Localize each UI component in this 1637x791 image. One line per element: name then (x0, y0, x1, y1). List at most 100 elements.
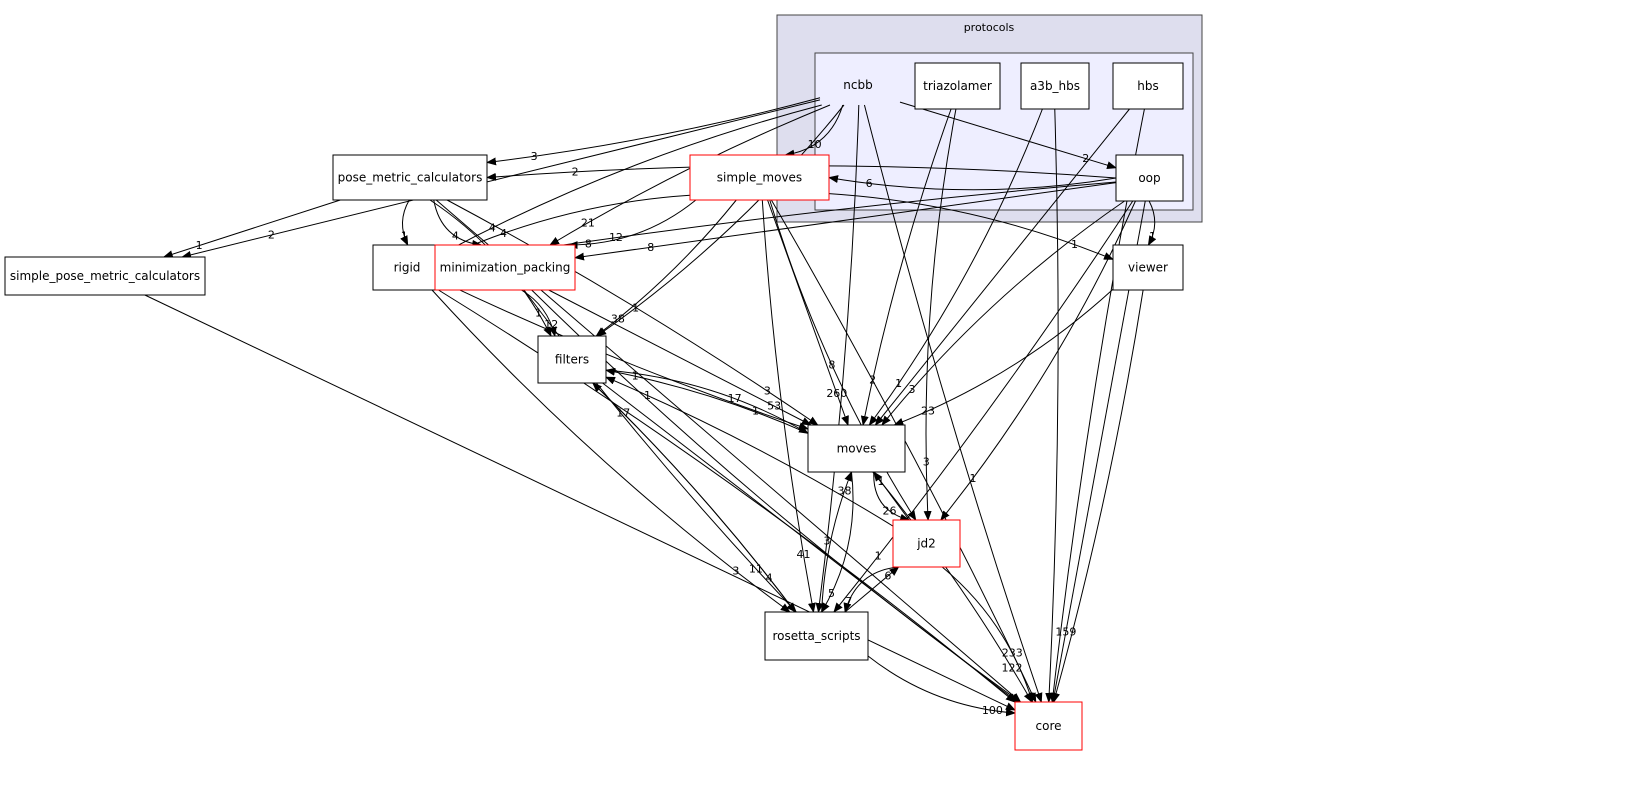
edge-simple_pose_metric_calculators-to-core[interactable] (144, 294, 1016, 711)
edge-filters-to-moves[interactable] (605, 369, 809, 434)
edge-rigid-to-moves[interactable] (440, 280, 809, 430)
edge-pose_metric_calculators-to-minimization_packing[interactable] (433, 199, 483, 248)
edge-jd2-to-moves[interactable] (873, 471, 910, 521)
edge-simple_moves-to-filters[interactable] (595, 199, 737, 337)
edge-label[interactable]: 17 (616, 407, 630, 420)
node-pose-metric-calculators[interactable]: pose_metric_calculators (332, 154, 488, 201)
edge-label[interactable]: 260 (826, 387, 847, 400)
edge-triazolamer-to-jd2[interactable] (923, 108, 957, 521)
node-core[interactable]: core (1014, 701, 1083, 751)
edge-moves-to-rosetta_scripts[interactable] (821, 471, 854, 613)
edge-simple_moves-to-jd2[interactable] (769, 199, 917, 521)
edge-filters-to-core[interactable] (602, 382, 1019, 703)
edge-label[interactable]: 12 (544, 318, 558, 331)
edge-label[interactable]: 12 (609, 231, 623, 244)
node-simple-pose-metric-calculators[interactable]: simple_pose_metric_calculators (4, 256, 206, 296)
edge-a3b_hbs-to-core[interactable] (1045, 108, 1059, 703)
edge-viewer-to-moves[interactable] (893, 288, 1114, 426)
edge-label[interactable]: 21 (581, 216, 595, 229)
edge-jd2-to-core[interactable] (941, 566, 1034, 703)
node-filters[interactable]: filters (537, 335, 607, 384)
edge-ncbb-to-minimization_packing[interactable] (549, 104, 831, 246)
edge-label[interactable]: 233 (1002, 646, 1023, 659)
node-oop[interactable]: oop (1115, 154, 1184, 202)
edge-label[interactable]: 3 (764, 385, 771, 398)
edge-label[interactable]: 3 (823, 535, 830, 548)
node-moves[interactable]: moves (807, 424, 906, 473)
edge-label[interactable]: 6 (866, 177, 873, 190)
node-rigid[interactable]: rigid (372, 244, 442, 291)
edge-oop-to-simple_moves[interactable] (828, 175, 1117, 191)
edge-label[interactable]: 8 (585, 238, 592, 251)
edge-rosetta_scripts-to-filters[interactable] (592, 382, 796, 613)
edge-label[interactable]: 38 (611, 313, 625, 326)
edge-simple_moves-to-core[interactable] (770, 199, 1037, 703)
edge-label[interactable]: 17 (728, 392, 742, 405)
edge-label[interactable]: 3 (531, 150, 538, 163)
edge-label[interactable]: 1 (535, 307, 542, 320)
edge-ncbb-to-filters[interactable] (596, 104, 845, 337)
edge-hbs-to-moves[interactable] (874, 108, 1130, 426)
edge-rigid-to-rosetta_scripts[interactable] (431, 289, 791, 613)
edge-pose_metric_calculators-to-rigid[interactable] (400, 199, 410, 246)
edge-ncbb-to-core[interactable] (863, 104, 1043, 703)
edge-label[interactable]: 11 (749, 562, 763, 575)
node-a3b-hbs[interactable]: a3b_hbs (1020, 62, 1090, 110)
edge-ncbb-to-rigid[interactable] (440, 104, 822, 255)
edge-oop-to-rosetta_scripts[interactable] (833, 200, 1134, 613)
edge-label[interactable]: 2 (572, 165, 579, 178)
edge-label[interactable]: 1 (970, 472, 977, 485)
edge-label[interactable]: 100 (982, 704, 1003, 717)
edge-ncbb-to-rosetta_scripts[interactable] (815, 104, 860, 613)
edge-oop-to-viewer[interactable] (1147, 200, 1157, 246)
edge-label[interactable]: 1 (401, 229, 408, 242)
edge-label[interactable]: 8 (647, 241, 654, 254)
edge-label[interactable]: 1 (875, 550, 882, 563)
edge-ncbb-to-pose_metric_calculators[interactable] (486, 97, 821, 166)
edge-label[interactable]: 1 (895, 377, 902, 390)
edge-label[interactable]: 1 (632, 301, 639, 314)
edge-label[interactable]: 3 (732, 565, 739, 578)
edge-label[interactable]: 7 (845, 595, 852, 608)
edge-label[interactable]: 1 (632, 370, 639, 383)
edge-label[interactable]: 1 (877, 475, 884, 488)
edge-rosetta_scripts-to-core[interactable] (867, 655, 1016, 717)
edge-label[interactable]: 159 (1055, 625, 1076, 638)
edge-label[interactable]: 2 (869, 373, 876, 386)
edge-label[interactable]: 4 (766, 572, 773, 585)
edge-ncbb-to-simple_moves[interactable] (784, 104, 844, 158)
edge-label[interactable]: 1 (1149, 230, 1156, 243)
edge-label[interactable]: 53 (767, 400, 781, 413)
edge-label[interactable]: 6 (884, 570, 891, 583)
edge-viewer-to-core[interactable] (1052, 289, 1144, 703)
edge-rosetta_scripts-to-moves[interactable] (821, 471, 852, 613)
edge-label[interactable]: 4 (500, 227, 507, 240)
edge-label[interactable]: 1 (644, 389, 651, 402)
edge-label[interactable]: 2 (1082, 152, 1089, 165)
edge-label[interactable]: 8 (828, 358, 835, 371)
edge-label[interactable]: 3 (909, 383, 916, 396)
edge-pose_metric_calculators-to-moves[interactable] (446, 199, 819, 426)
edge-label[interactable]: 122 (1001, 662, 1022, 675)
node-minimization-packing[interactable]: minimization_packing (434, 244, 576, 291)
edge-rosetta_scripts-to-jd2[interactable] (844, 566, 900, 613)
node-jd2[interactable]: jd2 (892, 519, 961, 568)
node-simple-moves[interactable]: simple_moves (689, 154, 830, 201)
edge-simple_moves-to-rosetta_scripts[interactable] (761, 199, 816, 613)
edge-pose_metric_calculators-to-simple_pose_metric_calculators[interactable] (162, 199, 341, 259)
edge-oop-to-minimization_packing[interactable] (574, 182, 1117, 261)
edge-label[interactable]: 2 (268, 228, 275, 241)
edge-label[interactable]: 5 (828, 587, 835, 600)
edge-rigid-to-core[interactable] (438, 289, 1016, 703)
edge-moves-to-core[interactable] (872, 471, 1033, 703)
node-viewer[interactable]: viewer (1112, 244, 1184, 291)
edge-minimization_packing-to-moves[interactable] (548, 289, 812, 426)
node-triazolamer[interactable]: triazolamer (914, 62, 1001, 110)
edge-label[interactable]: 1 (1071, 238, 1078, 251)
edge-label[interactable]: 41 (796, 548, 810, 561)
node-rosetta-scripts[interactable]: rosetta_scripts (764, 611, 869, 661)
edge-jd2-to-filters[interactable] (605, 376, 894, 527)
edge-label[interactable]: 1 (196, 239, 203, 252)
edge-a3b_hbs-to-moves[interactable] (868, 108, 1043, 426)
edge-simple_moves-to-moves[interactable] (767, 199, 849, 426)
